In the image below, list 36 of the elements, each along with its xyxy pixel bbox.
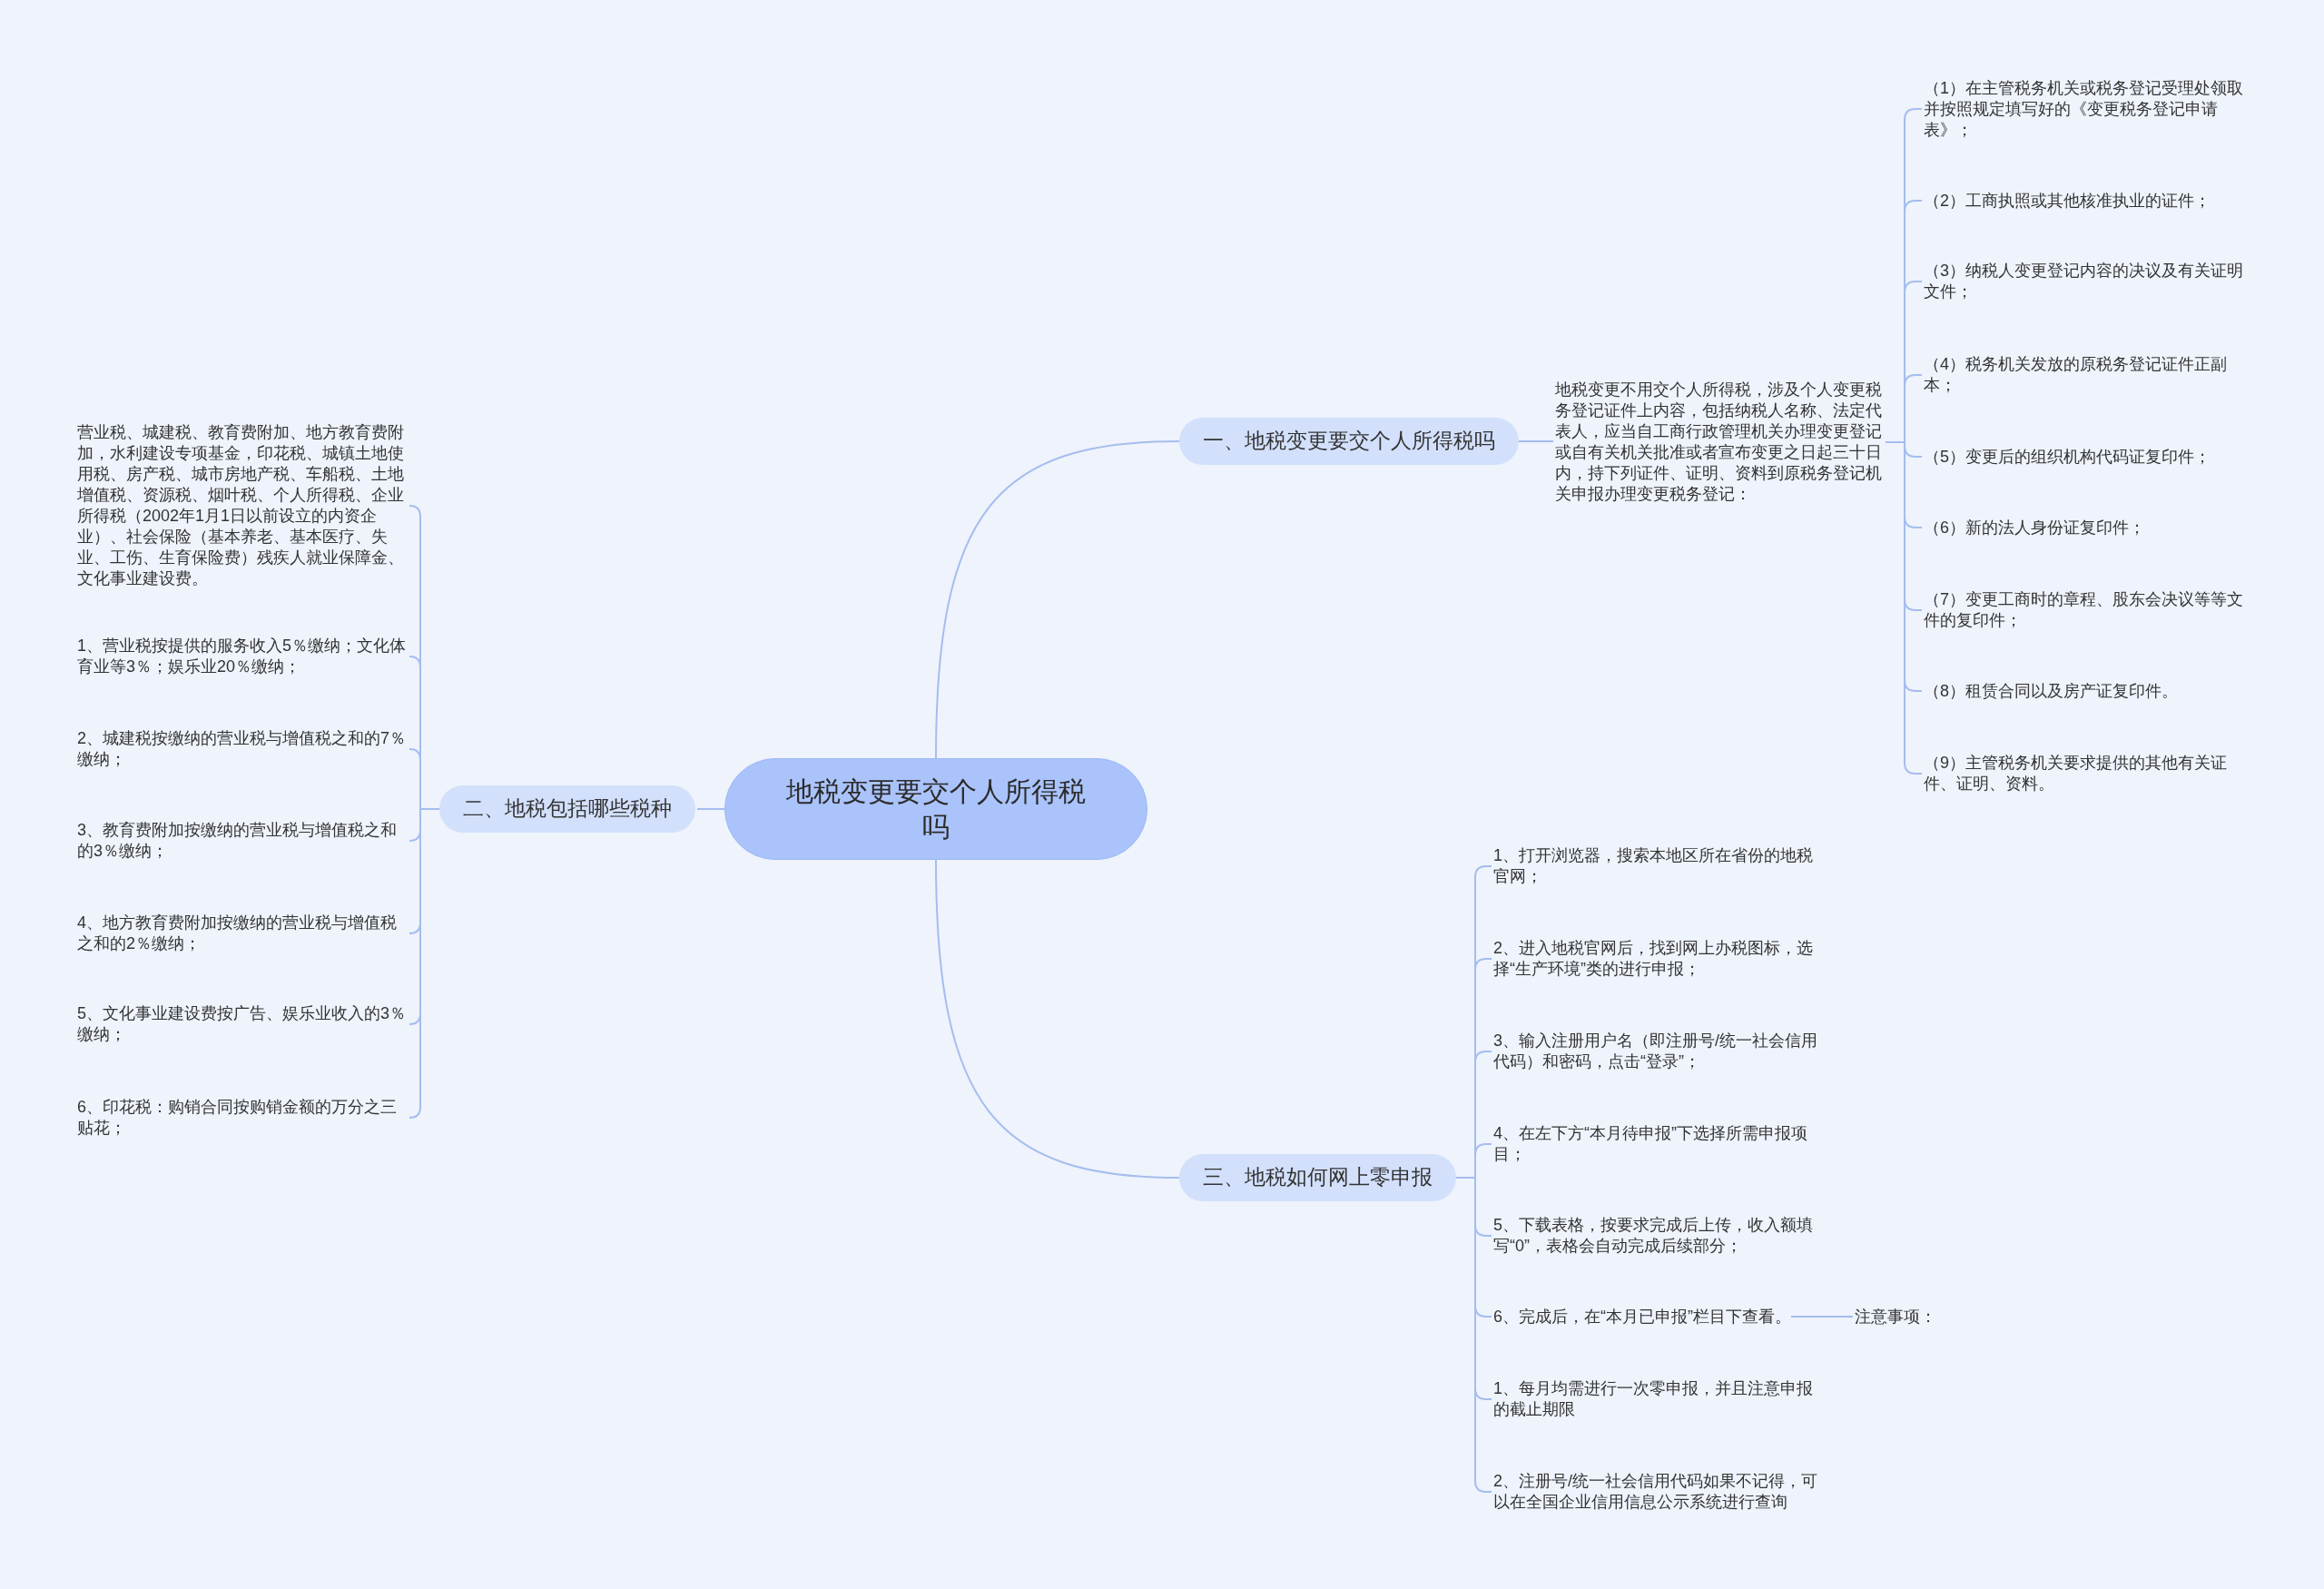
note-text: 地税变更不用交个人所得税，涉及个人变更税务登记证件上内容，包括纳税人名称、法定代表人，应当自工商行政管理机关办理变更登记或自有关机关批准或者宣布变更之日起三十日内，持下列证件、证明、资料到原税务登记机关申报办理变更税务登记： — [1555, 380, 1886, 505]
note-text: （7）变更工商时的章程、股东会决议等等文件的复印件； — [1924, 589, 2254, 631]
note-text: （1）在主管税务机关或税务登记受理处领取并按照规定填写好的《变更税务登记申请表》； — [1924, 77, 2254, 141]
note-text: （9）主管税务机关要求提供的其他有关证件、证明、资料。 — [1924, 753, 2254, 794]
connector-line — [1790, 1316, 1854, 1318]
note-text: （6）新的法人身份证复印件； — [1924, 517, 2145, 538]
connector-line — [696, 808, 725, 810]
branch-topic: 二、地税包括哪些税种 — [439, 785, 695, 833]
note-text: 3、教育费附加按缴纳的营业税与增值税之和的3％缴纳； — [77, 820, 408, 862]
note-text: 注意事项： — [1855, 1306, 1936, 1327]
note-text: 4、地方教育费附加按缴纳的营业税与增值税之和的2％缴纳； — [77, 913, 408, 954]
note-text: 营业税、城建税、教育费附加、地方教育费附加，水利建设专项基金，印花税、城镇土地使用税、房产税、城市房地产税、车船税、土地增值税、资源税、烟叶税、个人所得税、企业所得税（2002年1月1日以前设立的内资企业）、社会保险（基本养老、基本医疗、失业、工伤、生育保险费）残疾人就业保障金、文化事业建设费。 — [77, 422, 408, 589]
note-text: （5）变更后的组织机构代码证复印件； — [1924, 446, 2211, 468]
note-text: （2）工商执照或其他核准执业的证件； — [1924, 190, 2211, 212]
connector-line — [935, 440, 1180, 759]
note-text: 1、打开浏览器，搜索本地区所在省份的地税官网； — [1493, 845, 1824, 887]
branch-topic: 三、地税如何网上零申报 — [1179, 1154, 1456, 1201]
note-text: 2、城建税按缴纳的营业税与增值税之和的7％缴纳； — [77, 728, 408, 770]
note-text: （4）税务机关发放的原税务登记证件正副本； — [1924, 354, 2254, 396]
note-text: 6、完成后，在“本月已申报”栏目下查看。 — [1493, 1306, 1791, 1327]
note-text: （3）纳税人变更登记内容的决议及有关证明文件； — [1924, 261, 2254, 302]
note-text: 1、营业税按提供的服务收入5％缴纳；文化体育业等3％；娱乐业20％缴纳； — [77, 636, 408, 677]
note-text: 2、进入地税官网后，找到网上办税图标，选择“生产环境”类的进行申报； — [1493, 938, 1824, 980]
note-text: （8）租赁合同以及房产证复印件。 — [1924, 680, 2178, 702]
connector-line — [935, 859, 1180, 1179]
note-text: 3、输入注册用户名（即注册号/统一社会信用代码）和密码，点击“登录”； — [1493, 1031, 1824, 1072]
note-text: 5、下载表格，按要求完成后上传，收入额填写“0”，表格会自动完成后续部分； — [1493, 1215, 1824, 1257]
note-text: 1、每月均需进行一次零申报，并且注意申报的截止期限 — [1493, 1378, 1824, 1420]
note-text: 6、印花税：购销合同按购销金额的万分之三贴花； — [77, 1097, 408, 1139]
note-text: 2、注册号/统一社会信用代码如果不记得，可以在全国企业信用信息公示系统进行查询 — [1493, 1471, 1824, 1513]
connector-line — [409, 808, 440, 1119]
note-text: 4、在左下方“本月待申报”下选择所需申报项目； — [1493, 1123, 1824, 1165]
central-topic: 地税变更要交个人所得税吗 — [724, 758, 1147, 860]
note-text: 5、文化事业建设费按广告、娱乐业收入的3％缴纳； — [77, 1003, 408, 1045]
branch-topic: 一、地税变更要交个人所得税吗 — [1179, 418, 1519, 465]
connector-line — [1518, 440, 1554, 442]
